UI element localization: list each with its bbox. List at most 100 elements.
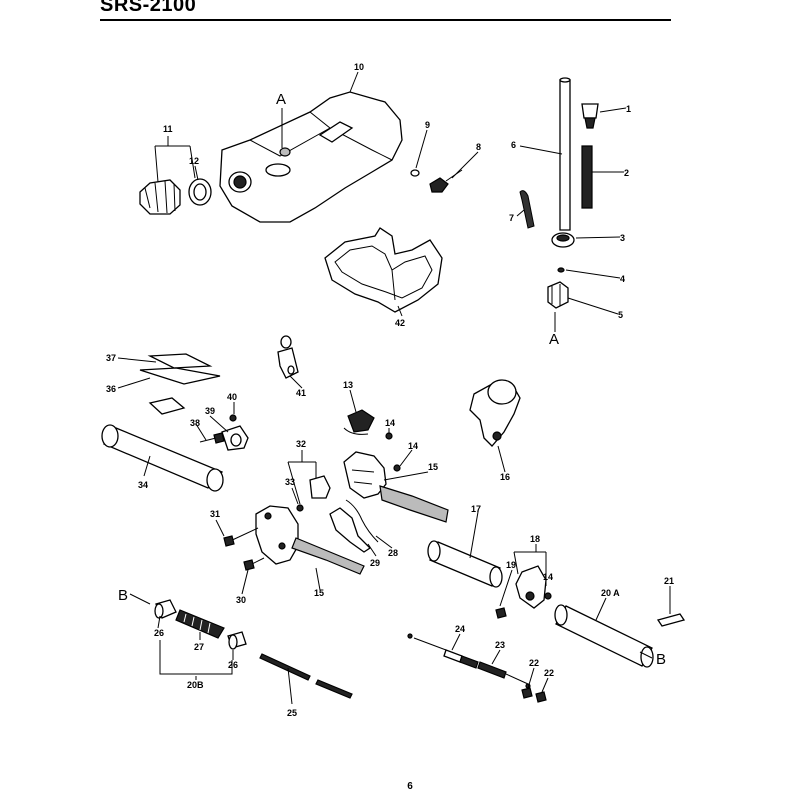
callout-17: 17	[471, 504, 481, 514]
callout-2: 2	[624, 168, 629, 178]
callout-27: 27	[194, 642, 204, 652]
callout-40: 40	[227, 392, 237, 402]
callout-10: 10	[354, 62, 364, 72]
trigger-29	[329, 507, 372, 553]
vent-valve	[581, 103, 599, 129]
callout-4: 4	[620, 274, 625, 284]
grip-tube-17	[427, 540, 503, 588]
callout-20b: 20B	[187, 680, 204, 690]
fuel-cap	[139, 179, 181, 215]
callout-31: 31	[210, 509, 220, 519]
clamp-39	[221, 425, 249, 451]
page-title: SRS-2100	[100, 0, 197, 16]
callout-12: 12	[189, 156, 199, 166]
callout-26a: 26	[154, 628, 164, 638]
callout-13: 13	[343, 380, 353, 390]
callout-25: 25	[287, 708, 297, 718]
screw-31	[223, 527, 259, 547]
callout-34: 34	[138, 480, 148, 490]
label-plate-36	[139, 367, 221, 385]
bushing-26	[154, 599, 177, 619]
callout-23: 23	[495, 640, 505, 650]
throttle-cable-23	[407, 633, 531, 689]
drive-tube-20a	[554, 604, 654, 668]
callout-14b: 14	[408, 441, 418, 451]
switch-13	[343, 409, 375, 435]
callout-20a: 20 A	[601, 588, 620, 598]
nut-22b	[535, 691, 547, 703]
screw-33	[296, 504, 304, 512]
callout-39: 39	[205, 406, 215, 416]
fuel-tank	[219, 91, 403, 223]
breather-tube	[581, 145, 593, 209]
callout-6: 6	[511, 140, 516, 150]
callout-22b: 22	[544, 668, 554, 678]
callout-14c: 14	[543, 572, 553, 582]
callout-29: 29	[370, 558, 380, 568]
cap-gasket	[188, 178, 212, 206]
callout-5: 5	[618, 310, 623, 320]
callout-7: 7	[509, 213, 514, 223]
callout-15a: 15	[428, 462, 438, 472]
callout-A-bottom: A	[549, 331, 559, 348]
screw-38	[199, 432, 225, 444]
callout-16: 16	[500, 472, 510, 482]
callout-41: 41	[296, 388, 306, 398]
title-rule	[100, 19, 671, 21]
handle-half-15	[255, 505, 365, 575]
callout-38: 38	[190, 418, 200, 428]
nut-14c	[544, 592, 552, 600]
screw-19	[495, 607, 507, 619]
callout-36: 36	[106, 384, 116, 394]
handle-grip-16	[469, 379, 521, 447]
fuel-line-tube	[559, 77, 571, 231]
return-hose	[519, 190, 535, 229]
callout-3: 3	[620, 233, 625, 243]
liner-27	[175, 609, 225, 639]
callout-30: 30	[236, 595, 246, 605]
nut-22a	[521, 687, 533, 699]
bracket-18	[515, 565, 547, 609]
callout-18: 18	[530, 534, 540, 544]
shield-plate-38	[148, 397, 186, 415]
callout-33: 33	[285, 477, 295, 487]
clamp-41	[277, 335, 299, 379]
screw-14b	[393, 464, 401, 472]
nut-40	[229, 414, 237, 422]
callout-1: 1	[626, 104, 631, 114]
fuel-filter	[547, 281, 569, 309]
callout-26b: 26	[228, 660, 238, 670]
callout-15b: 15	[314, 588, 324, 598]
callout-14a: 14	[385, 418, 395, 428]
callout-28: 28	[388, 548, 398, 558]
o-ring	[557, 267, 565, 273]
callout-22a: 22	[529, 658, 539, 668]
callout-B-right: B	[656, 651, 666, 668]
tank-washer	[410, 169, 420, 177]
page-number: 6	[407, 781, 413, 792]
callout-B-left: B	[118, 587, 128, 604]
label-plate-37	[147, 353, 213, 369]
drive-shaft-25	[259, 653, 353, 699]
spring-28	[345, 499, 379, 543]
callout-11: 11	[163, 124, 173, 134]
grommet	[551, 232, 575, 248]
screw-30	[243, 557, 265, 571]
leader-lines	[117, 71, 671, 705]
bushing-26b	[227, 631, 247, 650]
callout-21: 21	[664, 576, 674, 586]
throttle-housing-15	[343, 451, 449, 523]
tank-cushion	[324, 227, 443, 313]
callout-A-top: A	[276, 91, 286, 108]
outer-tube-34	[101, 424, 224, 492]
callout-37: 37	[106, 353, 116, 363]
callout-19: 19	[506, 560, 516, 570]
callout-labels: A A B B 1 2 3 4 5 6 7 8 9 10 11 12 13 14…	[106, 62, 674, 718]
callout-8: 8	[476, 142, 481, 152]
clamp-32	[309, 475, 331, 499]
callout-42: 42	[395, 318, 405, 328]
label-21	[656, 613, 686, 627]
callout-24: 24	[455, 624, 465, 634]
callout-32: 32	[296, 439, 306, 449]
